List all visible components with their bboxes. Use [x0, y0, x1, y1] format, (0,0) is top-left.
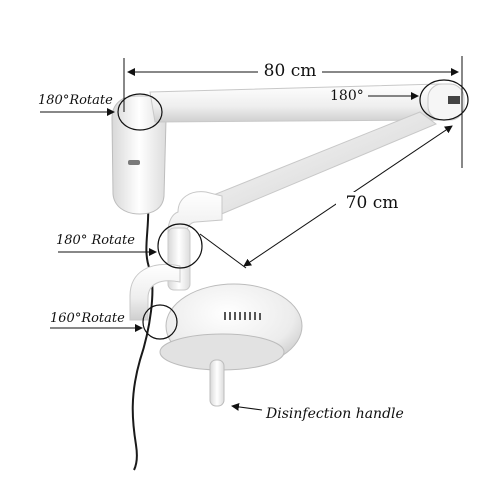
dim-line-70-tick	[199, 233, 247, 269]
rotate-circle-wall	[117, 93, 163, 131]
head-rotate-label: 160°Rotate	[50, 311, 125, 326]
reach-70-label: 70 cm	[346, 193, 399, 213]
mid-rotate-label: 180° Rotate	[56, 233, 135, 248]
yoke	[129, 264, 181, 321]
arm-end-slot	[448, 96, 460, 104]
width-80-label: 80 cm	[264, 61, 317, 81]
lamp-vent-slots	[224, 312, 261, 320]
disinfection-handle	[209, 359, 225, 407]
wall-mount-badge	[128, 160, 140, 165]
handle-label: Disinfection handle	[265, 406, 404, 422]
rotate-circle-end	[419, 79, 469, 121]
rotate-circle-head	[142, 304, 178, 340]
top-right-rotate-label: 180°	[330, 88, 364, 104]
power-cord	[131, 199, 154, 471]
wall-rotate-label: 180°Rotate	[38, 93, 113, 108]
handle-arrow	[231, 402, 263, 411]
rotate-circle-mid	[157, 223, 203, 269]
